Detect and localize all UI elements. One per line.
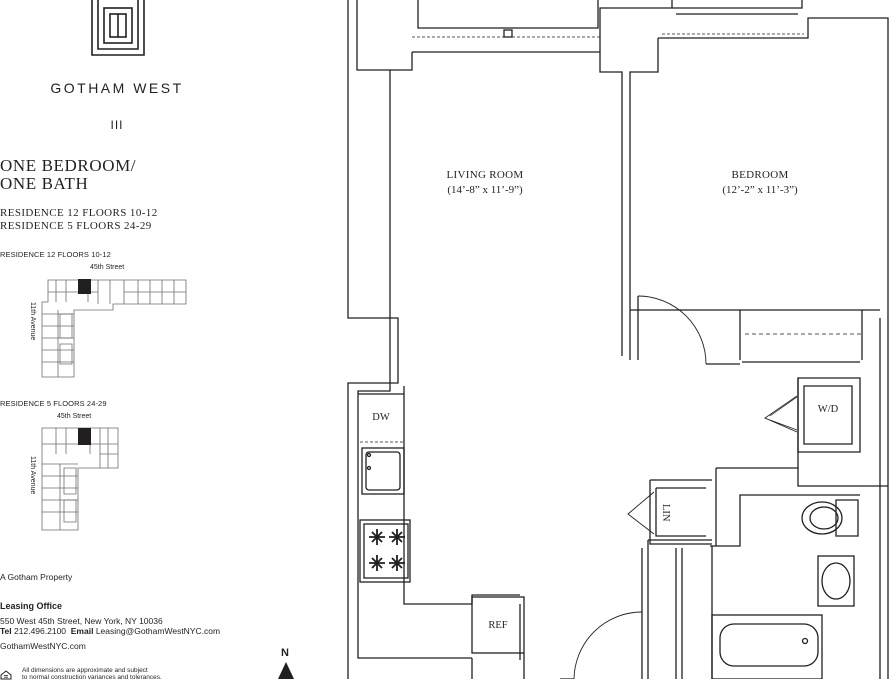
company-name: A Gotham Property [0,572,73,582]
living-room-dims: (14’-8” x 11’-9”) [447,184,523,196]
website-link[interactable]: GothamWestNYC.com [0,641,86,651]
equal-housing-icon [0,667,12,685]
brand-logo [89,0,147,58]
bedroom-dims: (12’-2” x 11’-3”) [722,184,798,196]
residence-line-2: RESIDENCE 5 FLOORS 24-29 [0,220,152,232]
residence-list: RESIDENCE 12 FLOORS 10-12 RESIDENCE 5 FL… [0,207,158,233]
phone-label: Tel [0,626,12,636]
email-label: Email [70,626,94,636]
key-plan-2-label: RESIDENCE 5 FLOORS 24-29 [0,399,107,408]
key-plan-1-label: RESIDENCE 12 FLOORS 10-12 [0,250,111,259]
floor-plan [340,0,892,680]
key-plan-2-street: 45th Street [57,413,92,420]
key-plan-2-avenue: 11th Avenue [29,456,36,495]
living-room-label: LIVING ROOM [446,169,524,181]
compass-arrow-icon [277,662,295,684]
unit-type-line-1: ONE BEDROOM/ [0,156,137,175]
leasing-address: 550 West 45th Street, New York, NY 10036 [0,616,163,626]
leasing-title: Leasing Office [0,601,63,611]
linen-closet-label: LIN [660,504,671,522]
disclaimer-line-1: All dimensions are approximate and subje… [22,667,148,674]
washer-dryer-label: W/D [817,404,839,415]
bedroom-label: BEDROOM [731,169,789,181]
disclaimer: All dimensions are approximate and subje… [22,667,162,681]
unit-type: ONE BEDROOM/ ONE BATH [0,157,136,193]
key-plan-2-map [38,424,128,539]
unit-type-line-2: ONE BATH [0,174,89,193]
brand-name: GOTHAM WEST [50,80,184,96]
key-plan-1-street: 45th Street [90,264,125,271]
compass-label: N [281,647,289,659]
brand-roman-numeral: III [110,118,124,132]
phone-number[interactable]: 212.496.2100 [14,626,67,636]
residence-line-1: RESIDENCE 12 FLOORS 10-12 [0,207,158,219]
dishwasher-label: DW [372,412,390,423]
email-link[interactable]: Leasing@GothamWestNYC.com [95,626,221,636]
key-plan-1-map [38,274,198,384]
refrigerator-label: REF [488,620,508,631]
disclaimer-line-2: to normal construction variances and tol… [22,674,162,681]
leasing-contact: Tel 212.496.2100 Email Leasing@GothamWes… [0,626,220,636]
key-plan-1-avenue: 11th Avenue [29,302,36,341]
